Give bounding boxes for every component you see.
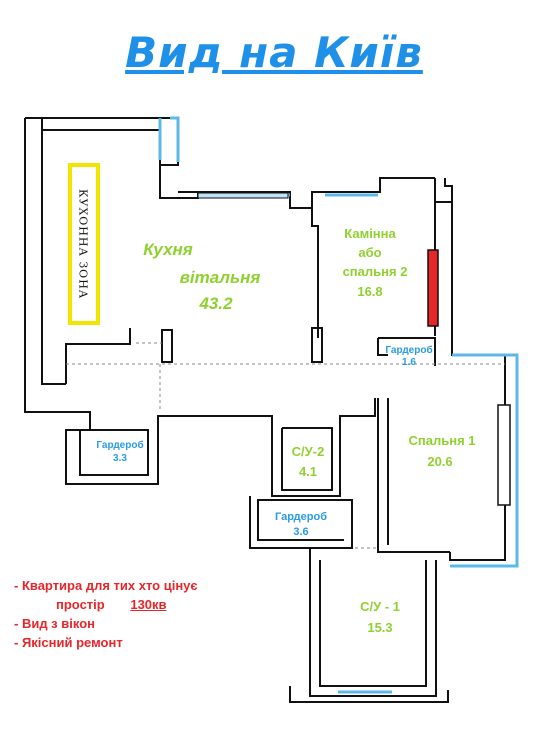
note-line-2-area: 130кв bbox=[130, 597, 167, 612]
wardrobe-left-name: Гардероб bbox=[96, 440, 144, 451]
note-line-4: - Якісний ремонт bbox=[14, 635, 123, 650]
bedroom1-area: 20.6 bbox=[427, 454, 453, 469]
wall-mid-divider bbox=[311, 208, 319, 338]
window-top-left bbox=[158, 116, 180, 162]
bath1-area: 15.3 bbox=[367, 620, 393, 635]
bath2-name: С/У-2 bbox=[291, 444, 325, 459]
window-top-mid bbox=[197, 192, 289, 199]
wall-right-column bbox=[434, 202, 506, 366]
wall-closet-small bbox=[377, 337, 436, 366]
wall-upper-pillar bbox=[159, 165, 199, 199]
note-line-2: простір 130кв bbox=[14, 595, 198, 614]
wall-kitchen-bottom bbox=[65, 328, 131, 384]
wall-wardrobe-mid bbox=[249, 496, 353, 549]
wall-corridor-inner bbox=[79, 429, 149, 476]
note-line-1: - Квартира для тих хто цінує bbox=[14, 578, 198, 593]
wall-top-left bbox=[25, 117, 170, 131]
page-title: Вид на Київ bbox=[125, 28, 423, 77]
wall-bath2-inner bbox=[281, 427, 333, 491]
wardrobe-mid-name: Гардероб bbox=[275, 511, 327, 523]
column-left bbox=[161, 329, 173, 363]
wardrobe-small-area: 1.6 bbox=[402, 357, 416, 368]
note-line-3: - Вид з вікон bbox=[14, 616, 95, 631]
bath1-name: С/У - 1 bbox=[360, 599, 400, 614]
wall-bath1 bbox=[309, 548, 437, 697]
wardrobe-left-area: 3.3 bbox=[113, 453, 127, 464]
window-right bbox=[450, 353, 519, 568]
note-line-2-text: простір bbox=[56, 597, 105, 612]
wall-bath1-bottom bbox=[289, 686, 449, 703]
bath2-area: 4.1 bbox=[298, 464, 318, 479]
wall-left-outer bbox=[24, 118, 55, 413]
wardrobe-mid-area: 3.6 bbox=[293, 526, 309, 538]
kitchen-zone-label: КУХОННА ЗОНА bbox=[76, 188, 90, 300]
window-right-frame bbox=[497, 404, 511, 506]
wall-top-left-stub bbox=[159, 118, 179, 166]
kitchen-area: 43.2 bbox=[199, 294, 233, 313]
wall-right-upper bbox=[434, 178, 453, 203]
column-right bbox=[311, 327, 323, 363]
listing-notes: - Квартира для тих хто цінує простір 130… bbox=[14, 576, 198, 652]
fireplace-room-line2: або bbox=[358, 245, 382, 260]
kitchen-counter bbox=[68, 163, 100, 325]
bedroom1-name: Спальня 1 bbox=[408, 433, 476, 448]
fireplace bbox=[427, 249, 439, 327]
wall-left-inner bbox=[41, 118, 66, 385]
wall-corridor-top bbox=[55, 411, 273, 485]
fireplace-room-line3: спальня 2 bbox=[342, 264, 408, 279]
wall-bath2 bbox=[271, 398, 376, 497]
fireplace-room-line1: Камінна bbox=[344, 226, 396, 241]
kitchen-label-line2: вітальня bbox=[179, 268, 261, 287]
wall-bedroom-left bbox=[377, 398, 450, 553]
kitchen-label-line1: Кухня bbox=[143, 240, 193, 259]
fireplace-room-area: 16.8 bbox=[357, 284, 383, 299]
wardrobe-small-name: Гардероб bbox=[385, 345, 433, 356]
